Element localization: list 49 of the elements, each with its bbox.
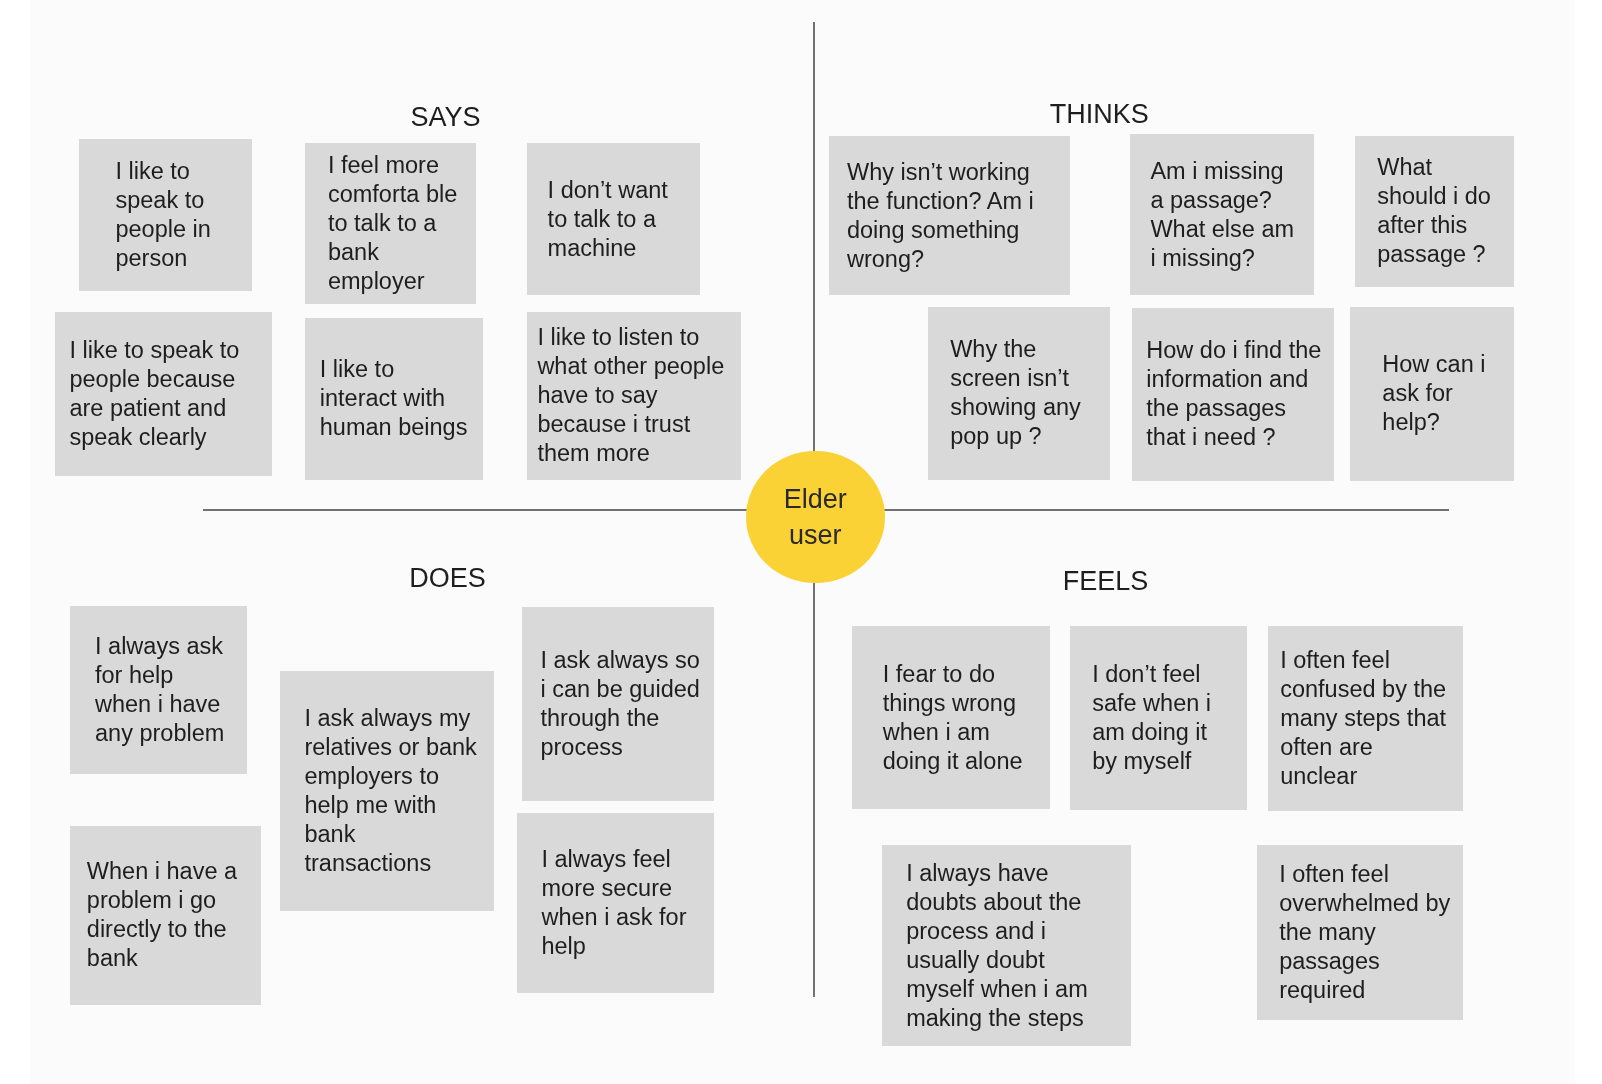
note-text: I often feel overwhelmed by the many passages required <box>1279 859 1452 1005</box>
note-text: I feel more comforta ble to talk to a bank employer <box>327 151 459 297</box>
sticky-note <box>1354 135 1515 288</box>
note-text: I like to interact with human beings <box>319 355 469 443</box>
sticky-note <box>1349 306 1515 482</box>
sticky-note <box>279 671 495 912</box>
sticky-note <box>527 143 700 296</box>
sticky-note <box>70 605 248 775</box>
sticky-note <box>1132 307 1335 482</box>
sticky-note <box>70 825 261 1006</box>
sticky-note <box>305 317 484 481</box>
note-text: I fear to do things wrong when i am doing it alone <box>882 659 1024 776</box>
sticky-note <box>852 626 1051 810</box>
sticky-note <box>305 143 477 305</box>
sticky-note <box>522 606 715 801</box>
note-text: I ask always my relatives or bank employers to help me with bank transactions <box>304 704 478 879</box>
note-text: How do i find the information and the passages that i need ? <box>1146 336 1323 453</box>
note-text: I often feel confused by the many steps that often are unclear <box>1280 646 1448 792</box>
quadrant-heading: THINKS <box>1049 99 1149 131</box>
note-text: Why the screen isn’t showing any pop up ? <box>950 335 1082 452</box>
sticky-note <box>828 135 1070 296</box>
persona-label: Elder user <box>782 482 848 552</box>
sticky-note <box>1267 626 1464 812</box>
note-text: I always feel more secure when i ask for help <box>541 845 688 962</box>
note-text: How can i ask for help? <box>1382 350 1487 438</box>
note-text: I don’t feel safe when i am doing it by myself <box>1092 660 1213 777</box>
quadrant-heading: FEELS <box>1062 566 1149 597</box>
sticky-note <box>1256 844 1464 1020</box>
note-text: What should i do after this passage ? <box>1377 153 1492 270</box>
sticky-note <box>527 311 741 481</box>
note-text: I like to speak to people because are patient and speak clearly <box>69 335 241 452</box>
note-text: I like to speak to people in person <box>115 157 212 274</box>
sticky-note <box>1129 133 1314 296</box>
note-text: Am i missing a passage? What else am i missing? <box>1150 156 1296 273</box>
sticky-note <box>1069 626 1248 811</box>
note-text: I ask always so i can be guided through the process <box>540 645 701 762</box>
note-text: I always have doubts about the process and i usually doubt myself when i am making the steps <box>906 858 1089 1033</box>
note-text: I like to listen to what other people have to say because i trust them more <box>537 323 726 469</box>
note-text: Why isn’t working the function? Am i doing something wrong? <box>846 157 1035 274</box>
sticky-note <box>78 138 253 292</box>
sticky-note <box>516 813 715 994</box>
note-text: I always ask for help when i have any problem <box>95 632 226 749</box>
note-text: When i have a problem i go directly to the bank <box>86 857 239 974</box>
sticky-note <box>55 311 272 477</box>
quadrant-heading: SAYS <box>410 102 481 134</box>
quadrant-heading: DOES <box>409 562 486 594</box>
sticky-note <box>927 306 1110 481</box>
note-text: I don’t want to talk to a machine <box>547 175 669 263</box>
sticky-note <box>881 844 1131 1047</box>
